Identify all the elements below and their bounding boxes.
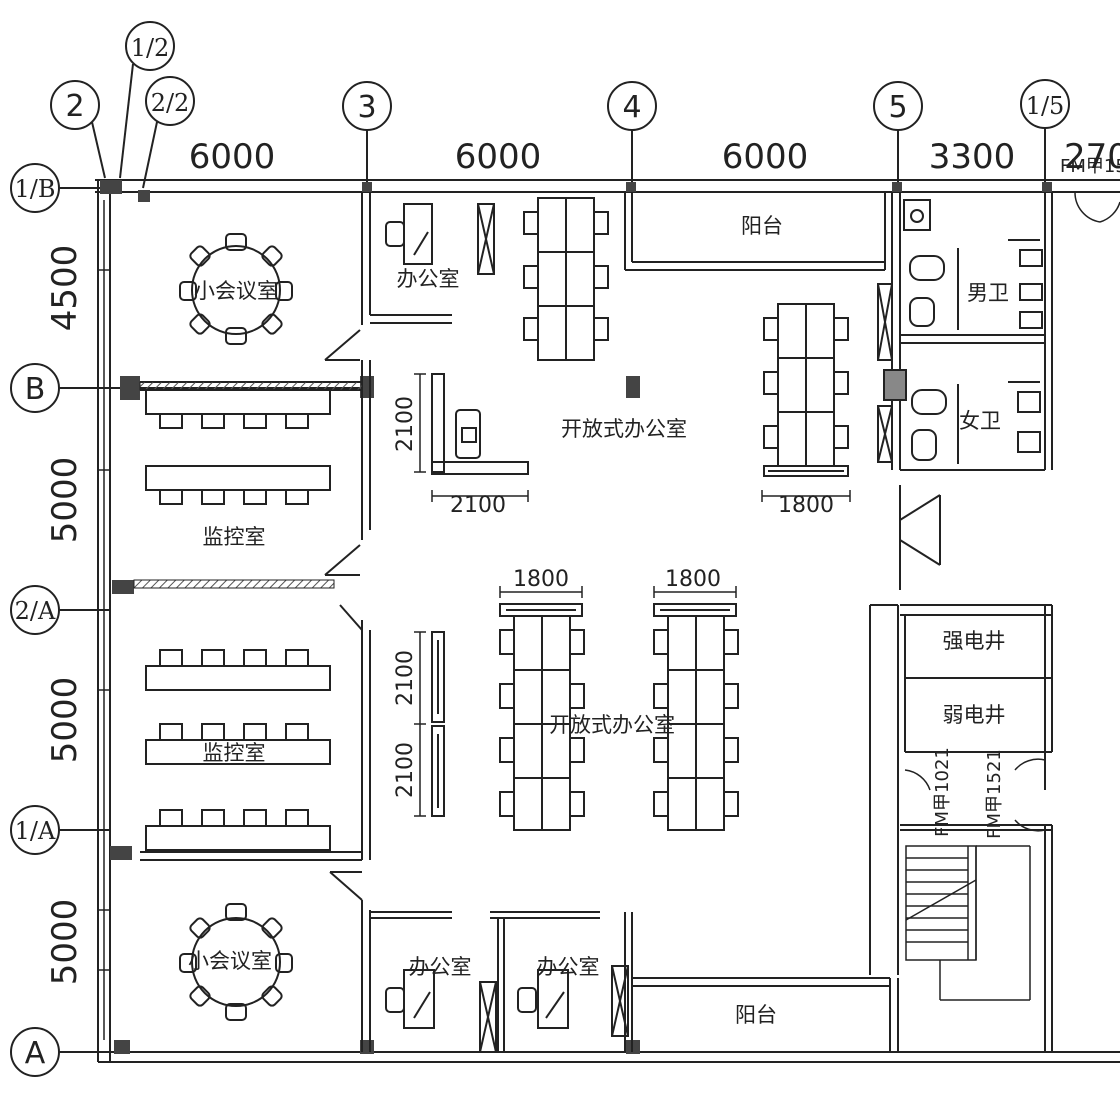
dim-top: 6000 [455, 137, 542, 177]
axis-label: 2/A [15, 597, 56, 625]
axis-label: 1/A [15, 817, 56, 845]
desk-cluster-top [523, 197, 609, 361]
dim-line-center [499, 586, 737, 598]
corner-workstation [431, 373, 529, 475]
room-label-meeting-bottom: 小会议室 [188, 949, 272, 973]
stairs [905, 845, 1031, 1001]
desk-cluster-center-2 [653, 603, 739, 831]
dim-desk-right: 1800 [778, 493, 834, 518]
cabinets-center [431, 631, 445, 817]
room-label-office-top: 办公室 [397, 267, 460, 291]
axis-label: 2 [65, 89, 84, 124]
dim-top: 270 [1064, 137, 1120, 177]
room-label-balcony-top: 阳台 [741, 214, 783, 238]
door-tag-shaft: FM甲1021 [932, 747, 953, 837]
office-top-furniture [385, 203, 495, 275]
axis-labels-left: 1/B B 2/A 1/A A [15, 175, 57, 1071]
outer-walls [95, 179, 1120, 1063]
office-bottom-furniture [385, 965, 629, 1053]
interior-walls [140, 192, 1053, 1052]
axis-label: B [25, 372, 46, 407]
meeting-table-top [179, 233, 293, 345]
axis-label: 5 [888, 90, 907, 125]
dimension-text-left: 4500 5000 5000 5000 [45, 245, 85, 986]
meeting-table-bottom [179, 903, 293, 1021]
axis-label: 1/5 [1026, 92, 1065, 120]
dim-line-desk-right [761, 490, 851, 502]
axis-label: 3 [357, 90, 376, 125]
dim-desk-center-1: 1800 [513, 567, 569, 592]
wc-fixtures [877, 199, 1043, 464]
dim-left: 5000 [45, 677, 85, 764]
axis-label: 2/2 [151, 89, 190, 117]
room-label-women-wc: 女卫 [959, 409, 1001, 433]
room-label-balcony-bottom: 阳台 [735, 1003, 777, 1027]
dim-top: 3300 [929, 137, 1016, 177]
dim-line-corner [414, 373, 529, 502]
dim-line-cab [414, 631, 426, 817]
dim-desk-center-2: 1800 [665, 567, 721, 592]
room-label-men-wc: 男卫 [967, 281, 1009, 305]
desk-cluster-right [763, 303, 849, 477]
dim-top: 6000 [722, 137, 809, 177]
axis-label: A [25, 1036, 46, 1071]
room-label-strong-shaft: 强电井 [943, 629, 1006, 653]
axis-label: 4 [622, 90, 641, 125]
axis-label: 1/2 [131, 34, 170, 62]
room-label-monitor-top: 监控室 [203, 525, 266, 549]
dim-cab-1: 2100 [393, 650, 418, 706]
room-label-office-bottom-1: 办公室 [409, 955, 472, 979]
dim-cab-2: 2100 [393, 742, 418, 798]
dimension-text-top: 6000 6000 6000 3300 270 [189, 137, 1120, 177]
room-label-monitor-bottom: 监控室 [203, 741, 266, 765]
axis-labels-top: 2 1/2 2/2 3 4 5 1/5 [65, 34, 1064, 125]
monitor-desks-bottom [145, 649, 331, 851]
room-label-office-bottom-2: 办公室 [537, 955, 600, 979]
desk-cluster-center-1 [499, 603, 585, 831]
room-label-weak-shaft: 弱电井 [943, 703, 1006, 727]
door-arcs [904, 191, 1120, 832]
dim-left: 5000 [45, 899, 85, 986]
room-label-open-office-center: 开放式办公室 [549, 713, 675, 737]
door-tag-stair: FM甲1521 [984, 749, 1005, 839]
dim-left: 5000 [45, 457, 85, 544]
dim-corner-w: 2100 [450, 493, 506, 518]
monitor-desks-top [145, 389, 331, 505]
room-label-meeting-top: 小会议室 [194, 279, 278, 303]
axis-label: 1/B [15, 175, 56, 203]
door-tag-top: FM甲15 [1060, 156, 1120, 177]
dim-left: 4500 [45, 245, 85, 332]
dim-top: 6000 [189, 137, 276, 177]
axis-bubbles-top [50, 21, 1070, 189]
hatched-walls [133, 381, 363, 589]
windows-left [98, 200, 110, 1040]
dim-corner-h: 2100 [393, 396, 418, 452]
room-label-open-office-top: 开放式办公室 [561, 417, 687, 441]
